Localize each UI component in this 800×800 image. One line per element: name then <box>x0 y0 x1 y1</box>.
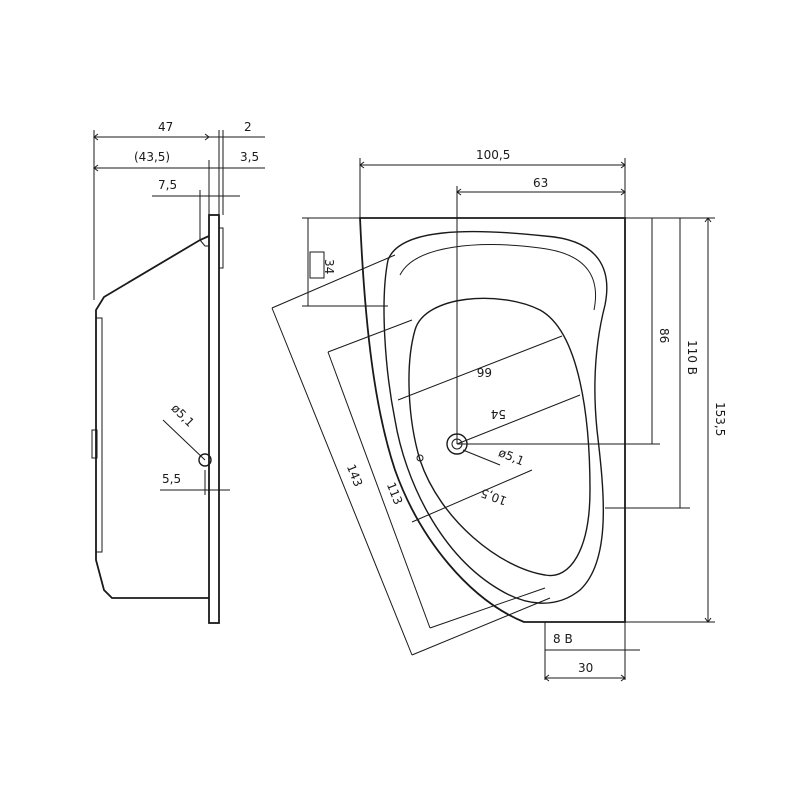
arrow-63-right <box>620 188 626 196</box>
arrow-100-right <box>620 161 626 169</box>
dim-8b: 8 B <box>553 632 573 646</box>
ext-diag-inner-top <box>327 319 413 353</box>
arrow-47-left <box>93 133 99 141</box>
dim-113: 113 <box>384 480 406 506</box>
dim-leader-drain <box>462 449 501 466</box>
dim-arrowheads <box>93 133 712 682</box>
dim-7-5: 7,5 <box>158 178 177 192</box>
side-foot <box>91 429 98 459</box>
side-overflow-circle <box>198 453 212 467</box>
dim-86: 86 <box>657 328 671 343</box>
dim-5-5: 5,5 <box>162 472 181 486</box>
top-view: 100,5 63 34 86 110 B 153,5 143 113 66 54… <box>271 148 727 680</box>
arrow-63-left <box>456 188 462 196</box>
arrow-30-left <box>544 674 550 682</box>
ext-diag-top <box>271 254 396 309</box>
dim-54: 54 <box>491 407 506 421</box>
dim-153-5: 153,5 <box>713 402 727 436</box>
dim-43-5: (43,5) <box>134 150 170 164</box>
dim-63: 63 <box>533 176 548 190</box>
arrow-30-right <box>620 674 626 682</box>
top-rim-outline <box>383 230 608 604</box>
arrow-100-left <box>359 161 365 169</box>
dim-line-10-5 <box>411 469 533 523</box>
dim-30: 30 <box>578 661 593 675</box>
top-basin <box>408 297 591 577</box>
arrow-43-left <box>93 164 99 172</box>
dim-143: 143 <box>344 462 366 488</box>
dim-100-5: 100,5 <box>476 148 510 162</box>
side-rim-detail <box>219 227 224 269</box>
dim-110b: 110 B <box>685 340 699 375</box>
dim-box-34 <box>309 251 325 279</box>
top-outer-shell <box>359 217 626 623</box>
arrow-47-right <box>204 133 210 141</box>
dim-47: 47 <box>158 120 173 134</box>
dim-34: 34 <box>322 259 336 274</box>
top-overflow <box>416 454 424 462</box>
side-rim-plate <box>208 214 220 624</box>
dim-line-66 <box>397 335 563 401</box>
top-inner-rim-line <box>399 244 597 311</box>
dim-3-5: 3,5 <box>240 150 259 164</box>
ext-diag-bottom <box>411 597 551 656</box>
arrow-153-top <box>704 217 712 223</box>
side-lip-detail <box>199 239 209 247</box>
side-view: 47 2 (43,5) 3,5 7,5 5,5 ø5,1 <box>91 120 265 624</box>
side-overflow-leader <box>162 419 206 461</box>
dim-10-5: 10,5 <box>479 486 509 508</box>
dim-2: 2 <box>244 120 252 134</box>
side-tub-outline <box>95 235 210 599</box>
dim-66: 66 <box>477 365 492 379</box>
arrow-153-bottom <box>704 617 712 623</box>
dim-line-143 <box>271 307 413 656</box>
side-inner-wall <box>96 317 103 553</box>
dim-line-113 <box>327 351 431 629</box>
dim-side-overflow: ø5,1 <box>168 401 197 430</box>
dim-line-54 <box>456 394 581 445</box>
ext-diag-inner-bottom <box>429 587 546 629</box>
dim-drain-diameter: ø5,1 <box>496 445 526 468</box>
